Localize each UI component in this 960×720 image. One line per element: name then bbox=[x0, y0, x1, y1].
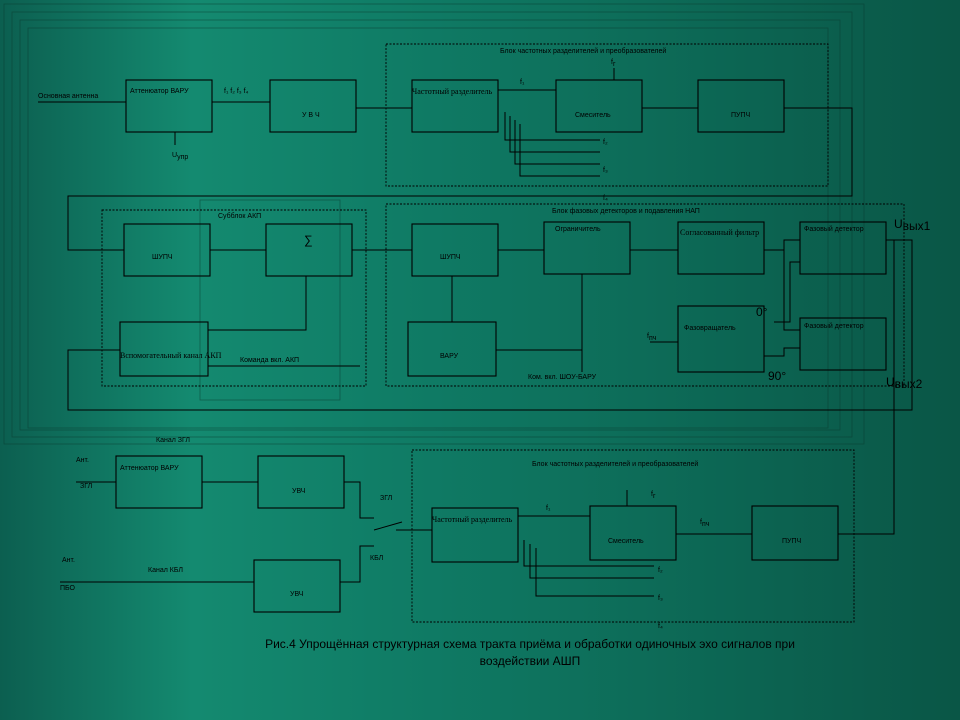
limiter-label: Ограничитель bbox=[555, 226, 601, 233]
attenuator-block bbox=[125, 79, 213, 133]
figure-caption: Рис.4 Упрощённая структурная схема тракт… bbox=[0, 636, 960, 670]
zgl-switch-label: ЗГЛ bbox=[380, 495, 393, 502]
phase-shifter-block bbox=[677, 305, 765, 373]
ant-label-pbo: Ант. bbox=[62, 557, 75, 564]
mixer-block bbox=[555, 79, 643, 133]
caption-line-2: воздействии АШП bbox=[479, 654, 581, 668]
fr-label-top: fг bbox=[611, 59, 616, 68]
akp-subblock-group bbox=[101, 209, 367, 387]
pupch-2-block bbox=[751, 505, 839, 561]
mixer-2-label: Смеситель bbox=[608, 538, 644, 545]
phase-detector-2-block bbox=[799, 317, 887, 371]
sum-block bbox=[265, 223, 353, 277]
sum-symbol: ∑ bbox=[304, 233, 313, 247]
u-out2-label: Uвых2 bbox=[886, 375, 923, 391]
pupch-block bbox=[697, 79, 785, 133]
fr-label-bottom: fг bbox=[651, 491, 656, 500]
aux-channel-label: Вспомогательный канал АКП bbox=[120, 351, 222, 360]
f4-label-top: f₄ bbox=[603, 195, 608, 202]
uvch-kbl-block bbox=[253, 559, 341, 613]
mixer-2-block bbox=[589, 505, 677, 561]
zgl-channel-title: Канал ЗГЛ bbox=[156, 437, 190, 444]
ant-label-zgl: Ант. bbox=[76, 457, 89, 464]
kbl-channel-title: Канал КБЛ bbox=[148, 567, 183, 574]
freq-block-title: Блок частотных разделителей и преобразов… bbox=[500, 47, 666, 55]
freq-list-label: f₁ f₂ f₃ f₄ bbox=[224, 88, 249, 95]
phase-detector-1-label: Фазовый детектор bbox=[804, 225, 864, 233]
f3-label-bottom: f₃ bbox=[658, 595, 663, 602]
phase-shifter-label: Фазовращатель bbox=[684, 325, 736, 332]
f4-label-bottom: f₄ bbox=[658, 623, 663, 630]
phase-detector-2-label: Фазовый детектор bbox=[804, 322, 864, 330]
caption-line-1: Рис.4 Упрощённая структурная схема тракт… bbox=[265, 637, 795, 651]
freq-block-group bbox=[385, 43, 829, 187]
shupch-block-akp bbox=[123, 223, 211, 277]
deg-90-label: 90° bbox=[768, 369, 786, 383]
main-antenna-label: Основная антенна bbox=[38, 93, 98, 100]
u-upr-label: Uупр bbox=[172, 152, 188, 161]
f2-label-bottom: f₂ bbox=[658, 567, 663, 574]
akp-subblock-title: Субблок АКП bbox=[218, 212, 261, 220]
attenuator-label: Аттенюатор ВАРУ bbox=[130, 88, 189, 95]
freq-divider-block bbox=[411, 79, 499, 133]
nap-block-title: Блок фазовых детекторов и подавления НАП bbox=[552, 208, 700, 215]
aux-channel-block bbox=[119, 321, 209, 377]
uvch-block bbox=[269, 79, 357, 133]
limiter-block bbox=[543, 221, 631, 275]
freq-block-2-title: Блок частотных разделителей и преобразов… bbox=[532, 460, 698, 468]
fpch-label-bottom: fпч bbox=[700, 519, 710, 528]
command-akp-label: Команда вкл. АКП bbox=[240, 357, 299, 364]
zgl-label: ЗГЛ bbox=[80, 483, 93, 490]
attenuator-zgl-block bbox=[115, 455, 203, 509]
f3-label-top: f₃ bbox=[603, 167, 608, 174]
mixer-label: Смеситель bbox=[575, 112, 611, 119]
pupch-2-label: ПУПЧ bbox=[782, 538, 802, 545]
f1-label-top: f₁ bbox=[520, 79, 525, 86]
pbo-label: ПБО bbox=[60, 585, 76, 592]
freq-divider-2-block bbox=[431, 507, 519, 563]
phase-detector-1-block bbox=[799, 221, 887, 275]
shupch-block-nap bbox=[411, 223, 499, 277]
nap-block-group bbox=[385, 203, 905, 387]
freq-divider-2-label: Частотный разделитель bbox=[432, 515, 513, 524]
matched-filter-block bbox=[677, 221, 765, 275]
pupch-label: ПУПЧ bbox=[731, 112, 751, 119]
uvch-kbl-label: УВЧ bbox=[290, 591, 304, 598]
attenuator-zgl-label: Аттенюатор ВАРУ bbox=[120, 465, 179, 472]
uvch-zgl-label: УВЧ bbox=[292, 488, 306, 495]
u-out1-label: Uвых1 bbox=[894, 217, 931, 233]
baru-label: ВАРУ bbox=[440, 353, 459, 360]
deg-0-label: 0° bbox=[756, 305, 768, 319]
f1-label-bottom: f₁ bbox=[546, 505, 551, 512]
matched-filter-label: Согласованный фильтр bbox=[680, 228, 759, 237]
uvch-zgl-block bbox=[257, 455, 345, 509]
f2-label-top: f₂ bbox=[603, 139, 608, 146]
command-shou-label: Ком. вкл. ШОУ-БАРУ bbox=[528, 374, 597, 381]
baru-block bbox=[407, 321, 497, 377]
background-frames bbox=[3, 3, 865, 445]
shupch-label-nap: ШУПЧ bbox=[440, 254, 461, 261]
freq-divider-label: Частотный разделитель bbox=[412, 87, 493, 96]
fpch-label: fпч bbox=[647, 333, 657, 342]
uvch-label: У В Ч bbox=[302, 112, 320, 119]
freq-block-group-2 bbox=[411, 449, 855, 623]
shupch-label-akp: ШУПЧ bbox=[152, 254, 173, 261]
kbl-switch-label: КБЛ bbox=[370, 555, 384, 562]
